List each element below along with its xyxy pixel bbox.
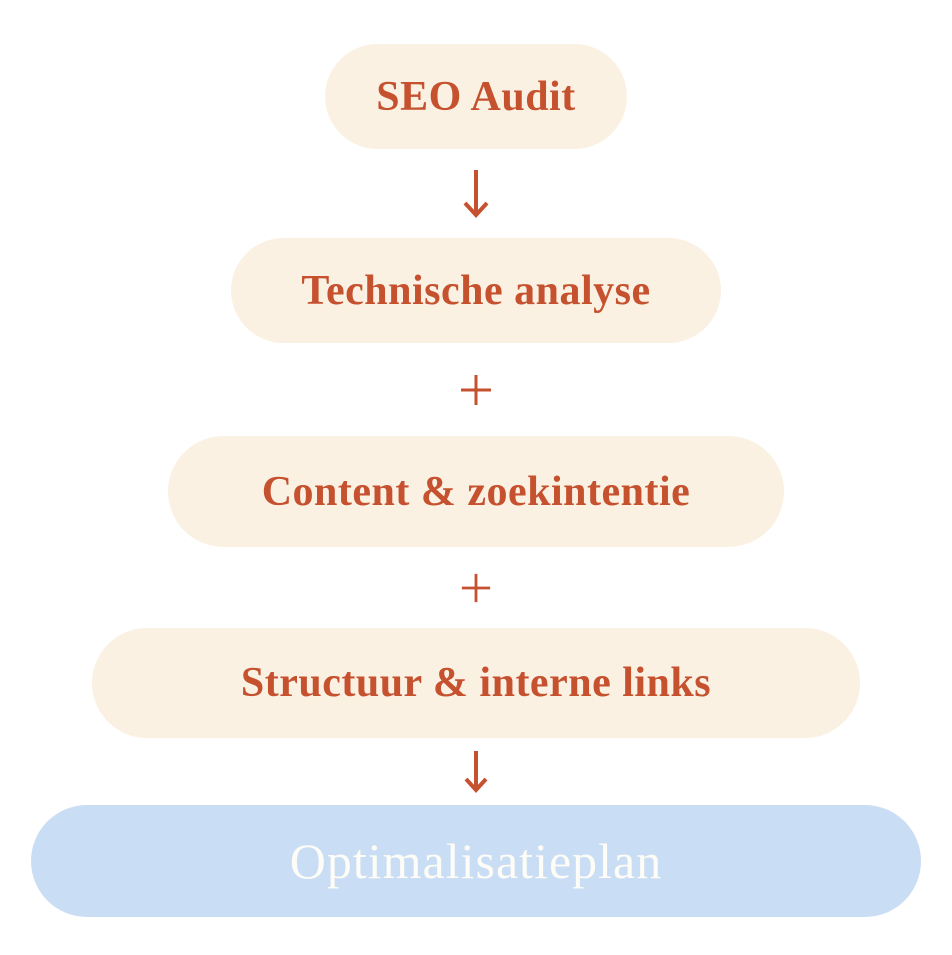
connector-arrow-1 xyxy=(461,149,491,238)
flow-result-label: Optimalisatieplan xyxy=(289,833,663,889)
flow-step-label: Structuur & interne links xyxy=(240,660,712,706)
plus-icon xyxy=(461,374,491,405)
arrow-down-icon xyxy=(463,169,489,218)
flow-step-label: Content & zoekintentie xyxy=(261,468,691,515)
flow-step-content-zoekintentie: Content & zoekintentie xyxy=(168,436,784,547)
arrow-down-icon xyxy=(464,750,488,793)
flow-step-structuur-interne-links: Structuur & interne links xyxy=(92,628,860,738)
flow-step-technische-analyse: Technische analyse xyxy=(231,238,721,343)
connector-arrow-2 xyxy=(462,738,490,805)
plus-icon xyxy=(461,573,491,602)
connector-plus-2 xyxy=(460,547,492,628)
flow-step-label: SEO Audit xyxy=(376,73,576,120)
flow-step-seo-audit: SEO Audit xyxy=(325,44,627,149)
flow-result-optimalisatieplan: Optimalisatieplan xyxy=(31,805,921,917)
flow-step-label: Technische analyse xyxy=(301,267,651,314)
connector-plus-1 xyxy=(459,343,493,436)
